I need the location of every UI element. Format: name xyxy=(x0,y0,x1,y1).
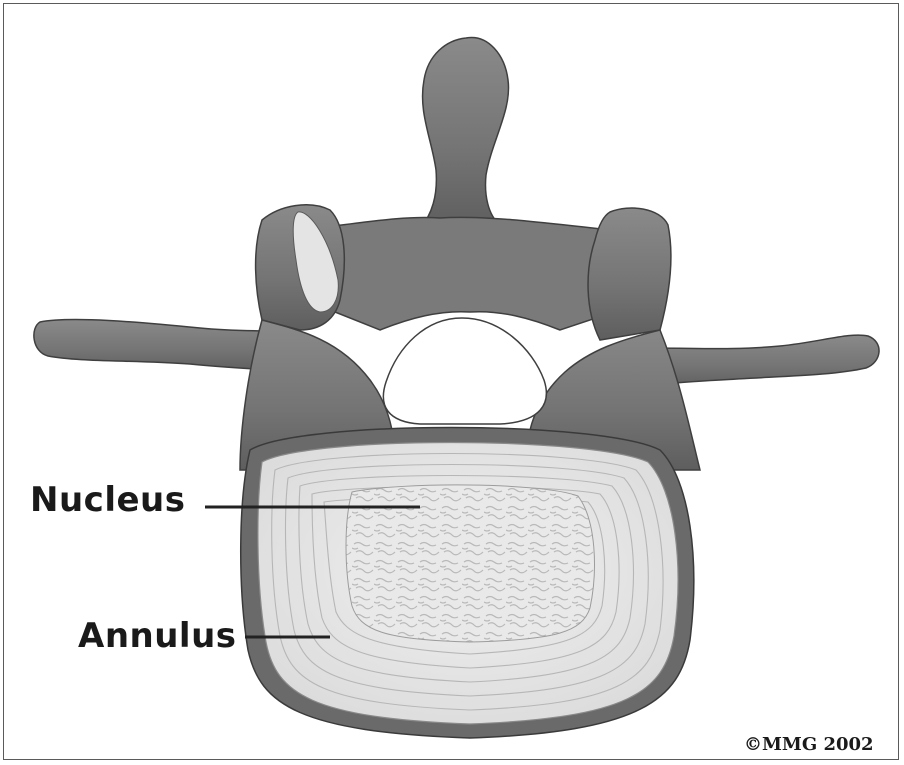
nucleus-label: Nucleus xyxy=(30,480,185,520)
annulus-label: Annulus xyxy=(78,616,237,656)
vertebral-foramen xyxy=(383,318,546,424)
copyright-text: ©MMG 2002 xyxy=(744,734,874,755)
spinous-process xyxy=(420,38,509,228)
right-articular-process xyxy=(588,208,671,340)
